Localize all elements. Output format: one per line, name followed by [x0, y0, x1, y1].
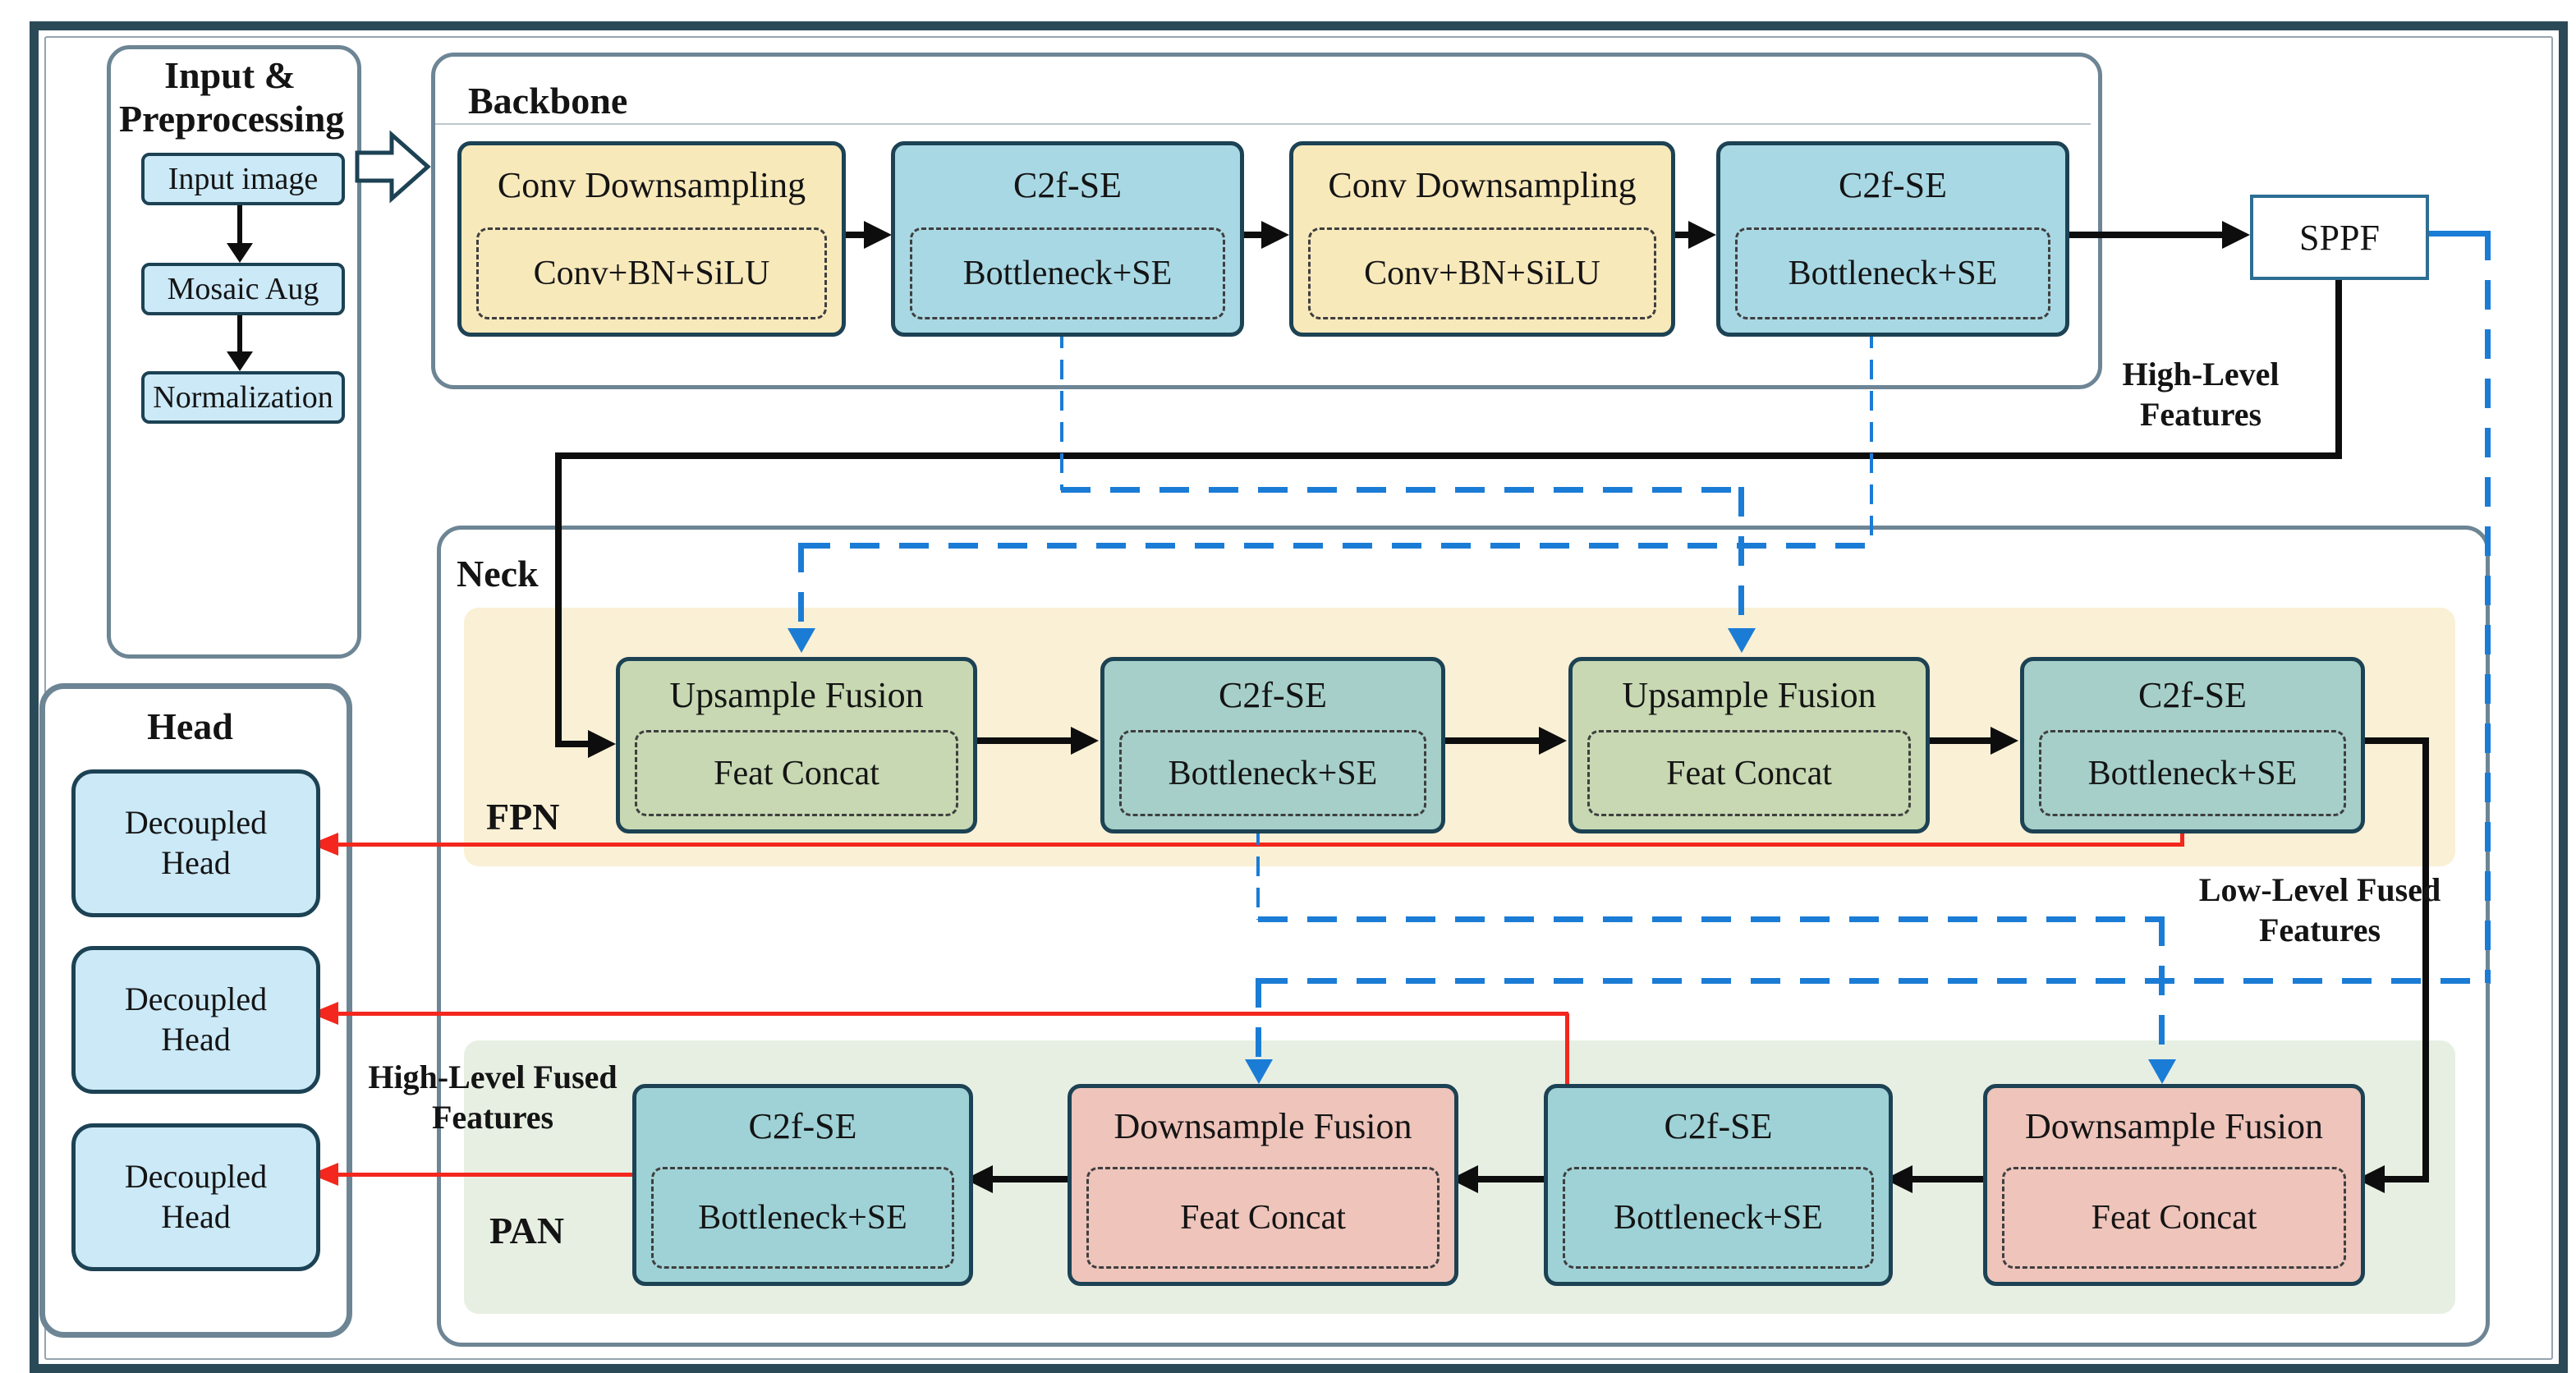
- into-downsample2-line: [2383, 1176, 2429, 1182]
- input-image-node: Input image: [141, 153, 345, 205]
- pan-flow-line-2: [1476, 1176, 1544, 1182]
- skip1-drop-line: [1060, 328, 1063, 490]
- decoupled-head-2: Decoupled Head: [71, 946, 320, 1094]
- low-level-fused-features-label: Low-Level Fused Features: [2198, 871, 2441, 948]
- sppf-skip-drop-line: [1256, 978, 1261, 1058]
- into-upsample1-line: [562, 741, 590, 747]
- skip2-horizontal-line: [801, 543, 1872, 549]
- fpn-c2f-se-1: C2f-SE Bottleneck+SE: [1100, 657, 1445, 833]
- sppf-skip-arrow: [1245, 1059, 1273, 1084]
- pan-flow-line-3: [1911, 1176, 1983, 1182]
- pan-c2f-se-1: C2f-SE Bottleneck+SE: [632, 1084, 973, 1286]
- fpn-upsample-fusion-1: Upsample Fusion Feat Concat: [616, 657, 977, 833]
- input-preprocessing-title: Input & Preprocessing: [119, 54, 345, 140]
- input-flow-line-2: [237, 309, 242, 353]
- backbone-title-separator: [435, 123, 2091, 125]
- fpn-flow-line-1: [969, 737, 1072, 744]
- red-line-1: [338, 843, 2183, 847]
- decoupled-head-3: Decoupled Head: [71, 1123, 320, 1271]
- fpn-flow-arrow-1: [1071, 727, 1099, 755]
- feat-concat-submodule: Feat Concat: [1086, 1167, 1440, 1269]
- backbone-conv-downsampling-1: Conv Downsampling Conv+BN+SiLU: [457, 141, 846, 337]
- decoupled-head-1: Decoupled Head: [71, 769, 320, 917]
- skip2-drop-line: [1870, 328, 1873, 546]
- high-level-features-label: High-Level Features: [2122, 356, 2280, 433]
- backbone-title: Backbone: [468, 80, 628, 122]
- feat-concat-submodule: Feat Concat: [1587, 730, 1911, 816]
- backbone-flow-line-2: [1236, 232, 1263, 238]
- high-level-fused-features-label: High-Level Fused Features: [368, 1058, 618, 1136]
- red-line-2-drop: [1565, 1013, 1569, 1086]
- backbone-flow-arrow-1: [864, 221, 892, 249]
- sppf-skip-horizontal-line: [1258, 978, 2491, 984]
- backbone-to-sppf-line: [2061, 232, 2225, 238]
- high-level-feature-line: [555, 452, 2342, 459]
- sppf-down-line: [2335, 273, 2342, 459]
- figure-frame: [30, 21, 2568, 1373]
- skip2-arrow: [787, 628, 815, 653]
- normalization-node: Normalization: [141, 371, 345, 424]
- backbone-flow-arrow-3: [1688, 221, 1716, 249]
- skip1-arrow: [1728, 628, 1756, 653]
- skip3-drop-line: [1256, 825, 1260, 920]
- bottleneck-se-submodule: Bottleneck+SE: [651, 1167, 954, 1269]
- head-title: Head: [147, 705, 233, 747]
- conv-bn-silu-submodule: Conv+BN+SiLU: [1308, 227, 1656, 319]
- input-to-backbone-arrow-icon: [355, 130, 431, 204]
- feat-concat-submodule: Feat Concat: [635, 730, 958, 816]
- fpn-upsample-fusion-2: Upsample Fusion Feat Concat: [1568, 657, 1930, 833]
- skip3-horizontal-line: [1258, 916, 2163, 922]
- bottleneck-se-submodule: Bottleneck+SE: [910, 227, 1225, 319]
- input-flow-line-1: [237, 199, 242, 245]
- neck-title: Neck: [457, 553, 539, 595]
- bottleneck-se-submodule: Bottleneck+SE: [1119, 730, 1426, 816]
- sppf-skip-down-line: [2485, 231, 2491, 983]
- skip3-down-line: [2159, 916, 2165, 1058]
- skip1-horizontal-line: [1061, 487, 1743, 493]
- fpn-c2f-se-2: C2f-SE Bottleneck+SE: [2020, 657, 2365, 833]
- fpn-exit-line: [2357, 737, 2429, 744]
- skip1-down-line: [1738, 487, 1744, 628]
- fpn-flow-arrow-3: [1991, 727, 2018, 755]
- backbone-conv-downsampling-2: Conv Downsampling Conv+BN+SiLU: [1289, 141, 1675, 337]
- backbone-flow-arrow-2: [1261, 221, 1289, 249]
- pan-downsample-fusion-1: Downsample Fusion Feat Concat: [1068, 1084, 1458, 1286]
- feat-concat-submodule: Feat Concat: [2002, 1167, 2346, 1269]
- high-level-feature-drop-line: [555, 452, 562, 747]
- mosaic-aug-node: Mosaic Aug: [141, 263, 345, 315]
- red-line-3: [338, 1173, 636, 1177]
- bottleneck-se-submodule: Bottleneck+SE: [1735, 227, 2050, 319]
- fpn-flow-arrow-2: [1539, 727, 1567, 755]
- pan-flow-line-1: [991, 1176, 1068, 1182]
- bottleneck-se-submodule: Bottleneck+SE: [2039, 730, 2346, 816]
- conv-bn-silu-submodule: Conv+BN+SiLU: [476, 227, 827, 319]
- input-flow-arrow-1: [227, 243, 253, 263]
- backbone-c2f-se-1: C2f-SE Bottleneck+SE: [891, 141, 1244, 337]
- skip2-down-line: [798, 543, 804, 629]
- sppf-node: SPPF: [2250, 195, 2429, 280]
- pan-downsample-fusion-2: Downsample Fusion Feat Concat: [1983, 1084, 2365, 1286]
- fpn-flow-line-3: [1922, 737, 1992, 744]
- red-line-2: [338, 1012, 1568, 1016]
- bottleneck-se-submodule: Bottleneck+SE: [1563, 1167, 1874, 1269]
- pan-c2f-se-2: C2f-SE Bottleneck+SE: [1544, 1084, 1893, 1286]
- backbone-to-sppf-arrow: [2222, 221, 2250, 249]
- backbone-flow-line-1: [838, 232, 866, 238]
- skip3-arrow: [2148, 1059, 2176, 1084]
- into-upsample1-arrow: [588, 730, 616, 758]
- fpn-to-pan-drop-line: [2422, 737, 2429, 1182]
- fpn-label: FPN: [486, 796, 560, 838]
- pan-label: PAN: [489, 1210, 565, 1251]
- sppf-right-stub-line: [2422, 231, 2488, 236]
- fpn-flow-line-2: [1437, 737, 1541, 744]
- backbone-c2f-se-2: C2f-SE Bottleneck+SE: [1716, 141, 2069, 337]
- backbone-flow-line-3: [1667, 232, 1690, 238]
- input-flow-arrow-2: [227, 351, 253, 371]
